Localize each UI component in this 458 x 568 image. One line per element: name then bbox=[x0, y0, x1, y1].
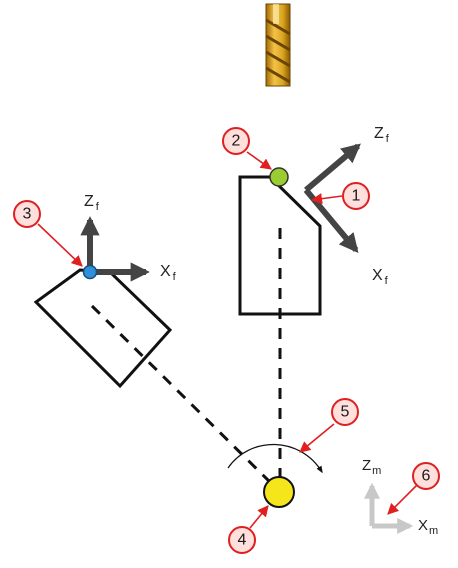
callout-5: 5 bbox=[331, 398, 359, 426]
machine-x-label: Xm bbox=[418, 517, 438, 537]
machine-z-label: Zm bbox=[362, 457, 381, 477]
callout-6: 6 bbox=[412, 462, 440, 490]
callout-2-label: 2 bbox=[232, 133, 241, 150]
rotation-arrow-icon bbox=[227, 443, 323, 474]
tool-tip-point-rotated bbox=[82, 264, 98, 280]
milling-cutter-icon bbox=[265, 3, 291, 87]
callout-4: 4 bbox=[228, 526, 256, 554]
pivot-point bbox=[263, 476, 295, 508]
upright-workpiece bbox=[238, 175, 322, 478]
rotated-center-line bbox=[90, 304, 276, 488]
callout-5-label: 5 bbox=[341, 404, 350, 421]
rotated-workpiece bbox=[33, 268, 276, 488]
callout-2: 2 bbox=[222, 127, 250, 155]
callout-3-label: 3 bbox=[23, 206, 32, 223]
tool-tip-point-upright bbox=[269, 167, 289, 187]
callout-1: 1 bbox=[342, 182, 370, 210]
callout-leaders bbox=[37, 151, 419, 529]
callout-6-label: 6 bbox=[422, 468, 431, 485]
machine-frame-axes: Zm Xm bbox=[362, 457, 438, 537]
callout-4-label: 4 bbox=[238, 532, 247, 549]
callout-3: 3 bbox=[13, 200, 41, 228]
callout-1-label: 1 bbox=[352, 188, 361, 205]
